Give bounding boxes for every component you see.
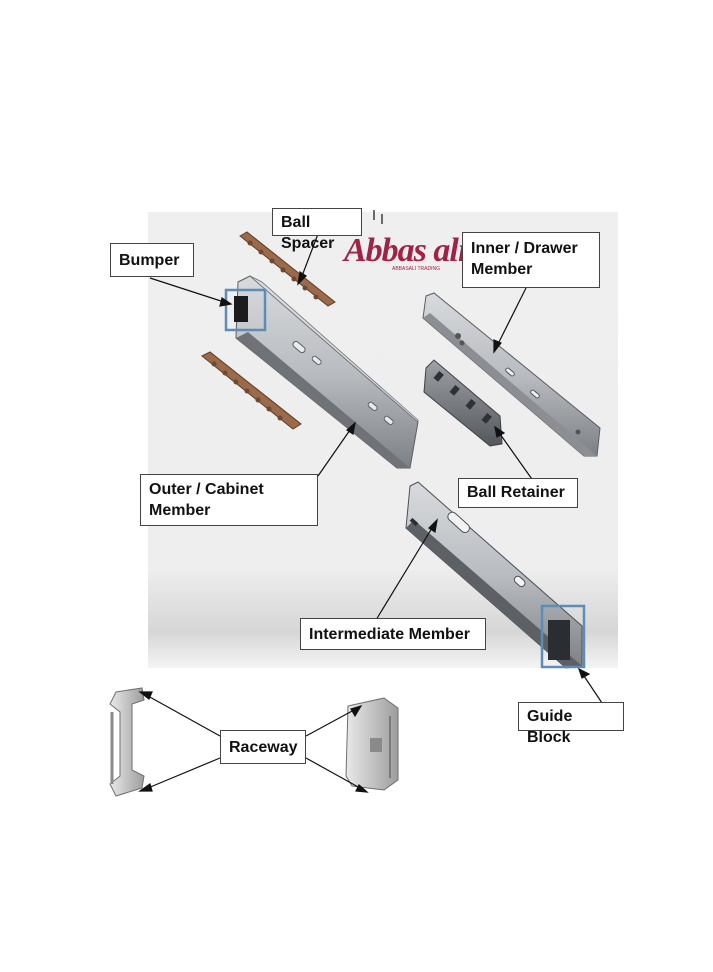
label-intermediate-text: Intermediate Member [309,626,470,643]
label-bumper-text: Bumper [119,252,180,269]
logo-text: Abbas ali [344,232,467,269]
brand-logo: Abbas ali [344,232,467,270]
label-guide-block-text: Guide Block [527,708,573,746]
label-ball-spacer: Ball Spacer [272,208,362,252]
label-outer-cabinet-member: Outer / Cabinet Member [140,474,318,526]
label-inner-drawer-member: Inner / Drawer Member [462,232,600,288]
ball-spacer-lower [201,351,302,430]
leader-lines [138,210,605,793]
logo-tagline: ABBASALI TRADING [392,266,440,272]
label-intermediate-member: Intermediate Member [300,618,486,650]
label-inner-line2: Member [471,261,533,278]
label-raceway-text: Raceway [229,739,298,756]
raceway-right-part [345,697,399,791]
label-raceway: Raceway [220,730,306,764]
label-ball-retainer-text: Ball Retainer [467,484,565,501]
outer-cabinet-member [235,275,419,469]
ball-spacer-upper [239,231,336,307]
label-ball-spacer-text: Ball Spacer [281,214,335,252]
label-inner-line1: Inner / Drawer [471,240,578,257]
intermediate-member-part [405,481,583,669]
label-guide-block: Guide Block [518,702,624,746]
guide-block-part [540,604,586,669]
raceway-left-part [109,687,145,797]
inner-drawer-member [422,292,601,457]
label-outer-line2: Member [149,502,211,519]
label-ball-retainer: Ball Retainer [458,478,578,508]
label-outer-line1: Outer / Cabinet [149,481,264,498]
label-bumper: Bumper [110,243,194,277]
bumper-part [224,288,267,332]
ball-retainer-part [423,359,503,447]
